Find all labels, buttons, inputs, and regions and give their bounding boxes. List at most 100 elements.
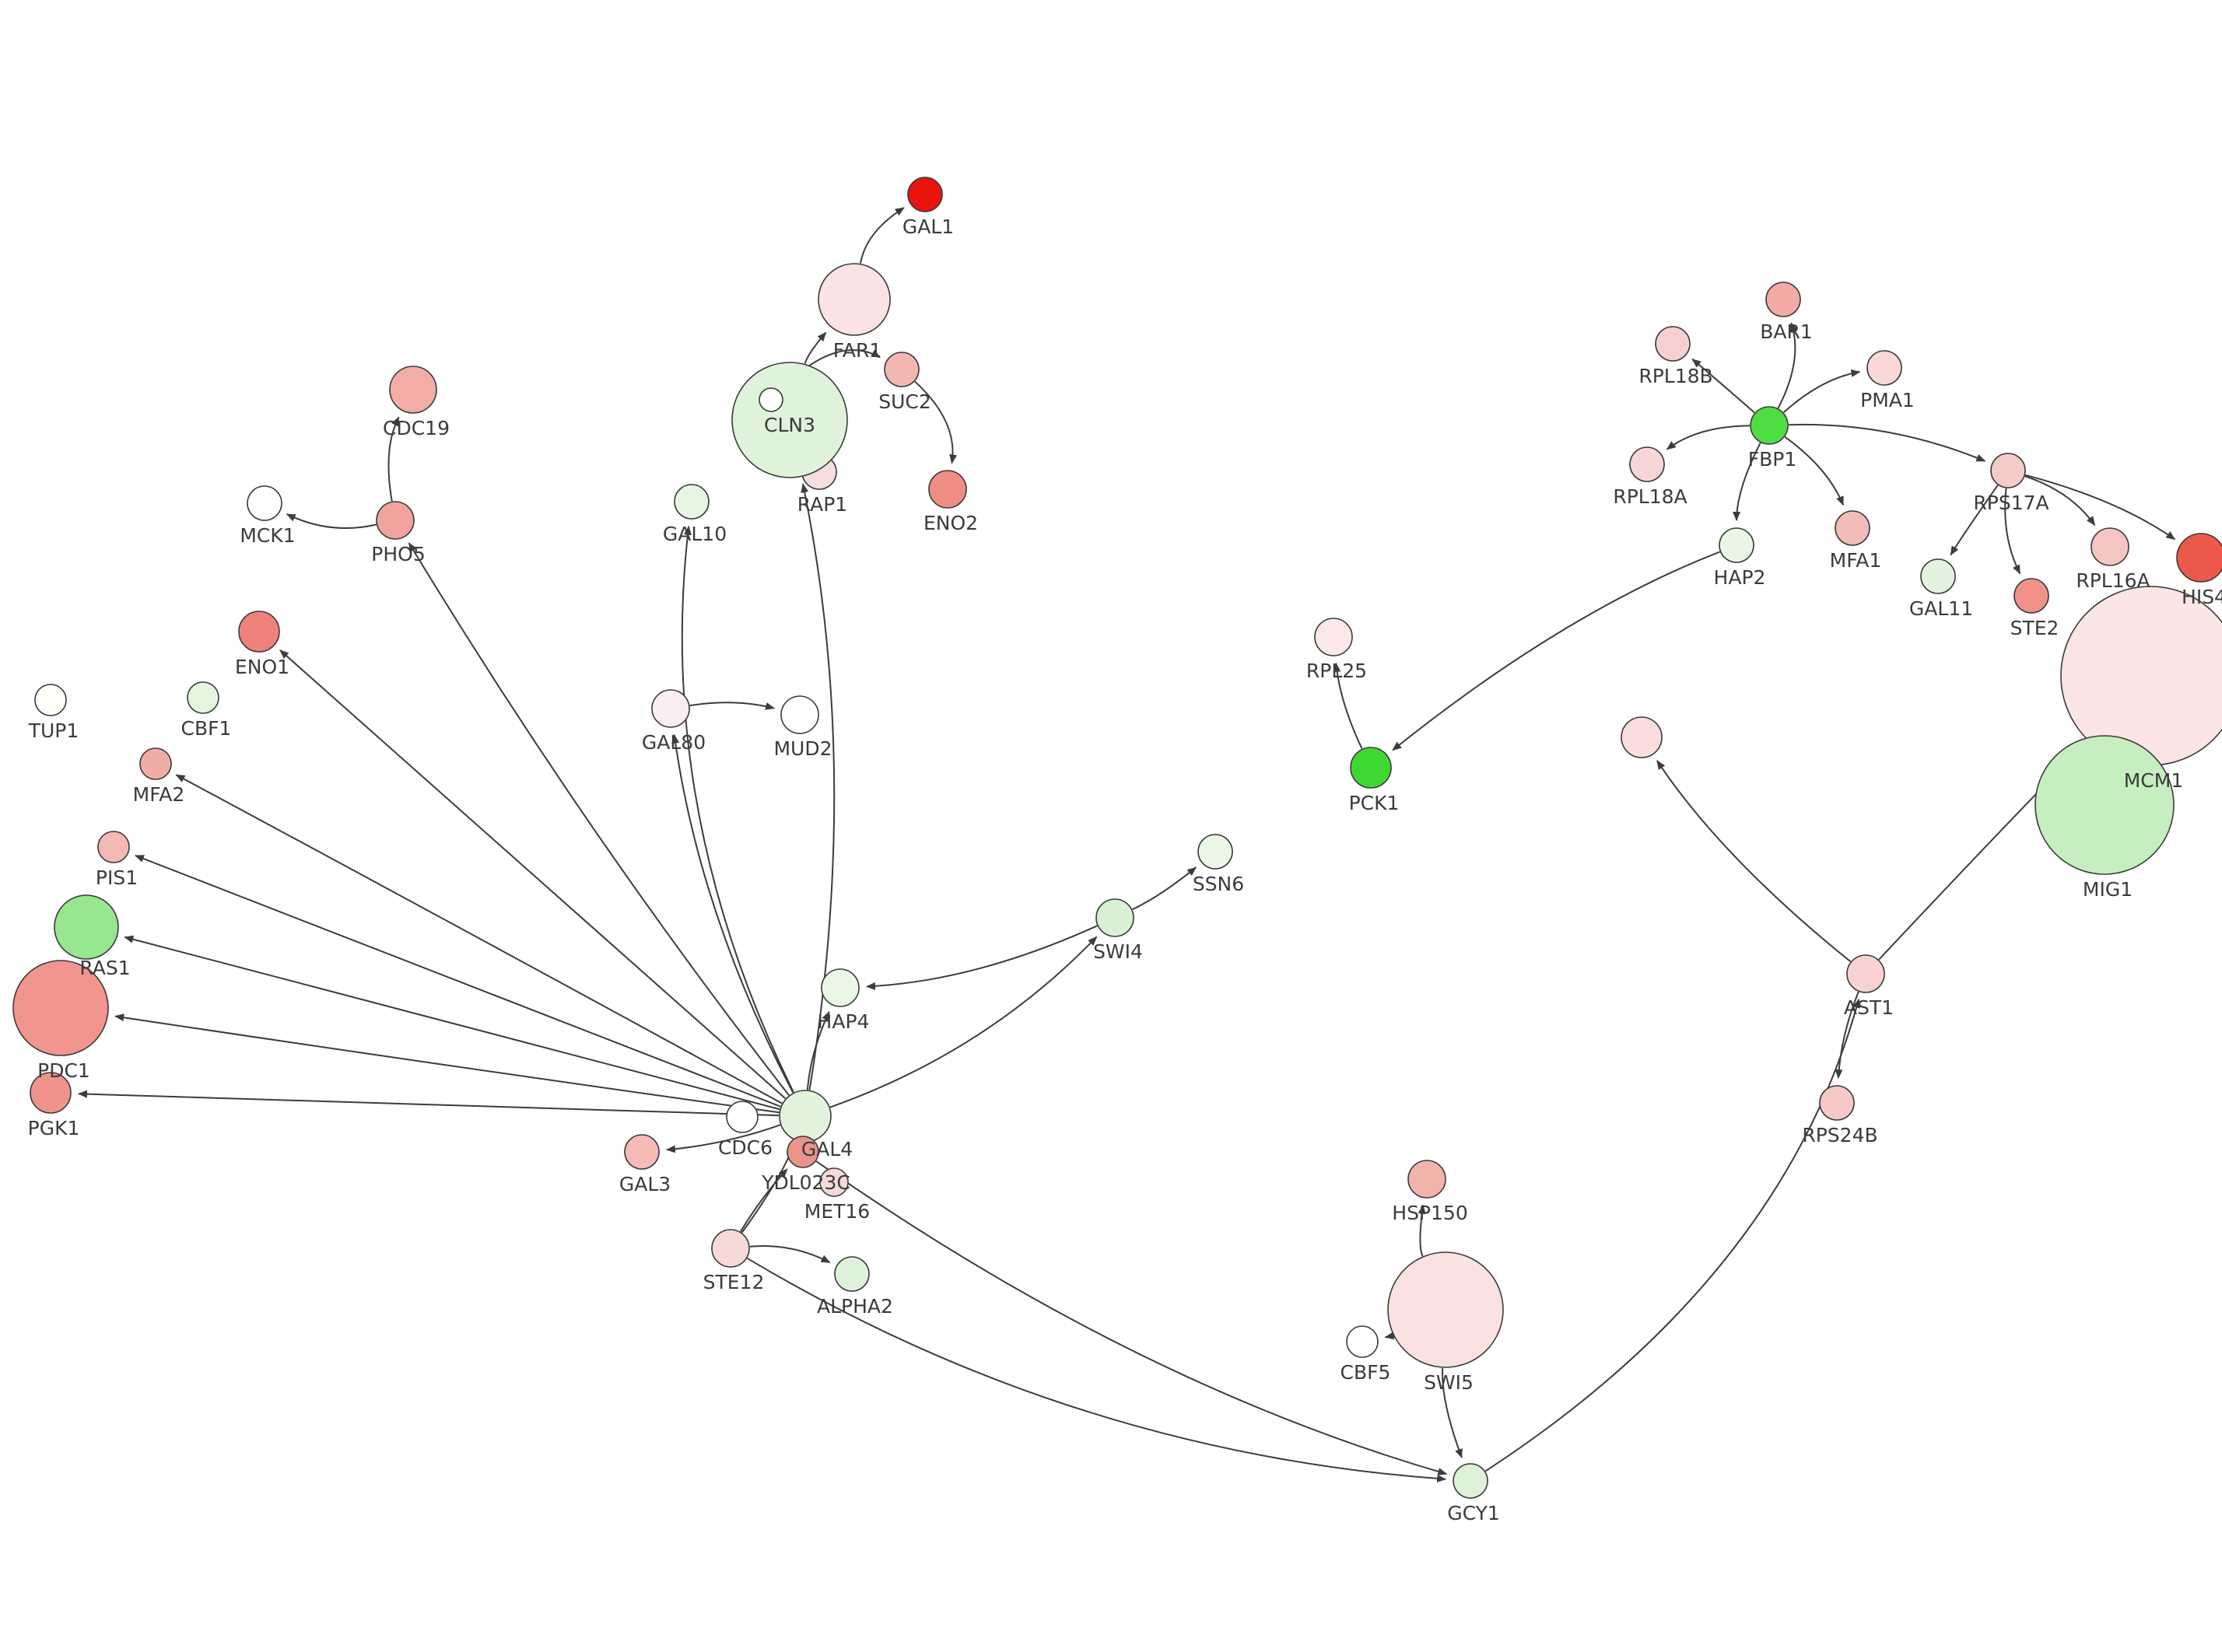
node-CLN3[interactable] — [731, 362, 848, 478]
edge-RPS17A-GAL11[interactable] — [1950, 485, 1999, 556]
edge-GAL4-GAL80[interactable] — [671, 733, 794, 1094]
node-SUC2[interactable] — [884, 352, 920, 387]
node-unlabeled[interactable] — [1621, 716, 1663, 758]
edge-GAL4-MFA2[interactable] — [175, 774, 783, 1104]
edge-FBP1-MFA1[interactable] — [1784, 436, 1844, 506]
node-PIS1[interactable] — [97, 831, 130, 863]
edge-FBP1-HAP2[interactable] — [1733, 442, 1761, 521]
node-FBP1[interactable] — [1750, 406, 1789, 445]
node-SWI5[interactable] — [1387, 1251, 1504, 1368]
node-MET16[interactable] — [819, 1167, 849, 1197]
edge-GAL4-GAL3[interactable] — [665, 1124, 781, 1153]
node-label-MCK1: MCK1 — [240, 524, 295, 547]
edge-GAL80-MUD2[interactable] — [689, 702, 776, 710]
node-HIS4[interactable] — [2176, 533, 2222, 583]
edge-GAL4-PHO5[interactable] — [408, 542, 790, 1096]
edge-PHO5-MCK1[interactable] — [286, 513, 377, 529]
node-GAL4[interactable] — [779, 1090, 832, 1143]
node-GAL80[interactable] — [651, 689, 690, 728]
edge-GAL4-ENO1[interactable] — [279, 649, 787, 1100]
node-CBF1[interactable] — [187, 681, 219, 714]
node-HSP150[interactable] — [1407, 1160, 1446, 1199]
edge-AST1-UNK1[interactable] — [1656, 760, 1852, 963]
edge-FBP1-BAR1[interactable] — [1777, 322, 1798, 409]
edge-GAL4-HAP4[interactable] — [806, 1010, 830, 1090]
node-CBF5[interactable] — [1346, 1325, 1379, 1358]
node-SSN6[interactable] — [1197, 834, 1233, 870]
edge-GAL4-CLN3[interactable] — [801, 483, 836, 1090]
edge-FBP1-RPL18A[interactable] — [1666, 425, 1751, 450]
node-ALPHA2[interactable] — [834, 1256, 870, 1292]
node-MCK1[interactable] — [247, 485, 282, 521]
edge-AST1-RPS24B[interactable] — [1835, 991, 1859, 1080]
edge-PHO5-CDC19[interactable] — [387, 416, 400, 502]
edge-FBP1-PMA1[interactable] — [1782, 369, 1861, 414]
edge-FBP1-RPL18B[interactable] — [1691, 359, 1755, 414]
node-RPS24B[interactable] — [1819, 1085, 1855, 1121]
edge-GCY1-AST1[interactable] — [1484, 998, 1861, 1472]
node-RPL16A[interactable] — [2091, 527, 2129, 566]
node-GAL3[interactable] — [624, 1134, 660, 1170]
node-unlabeled[interactable] — [759, 387, 783, 412]
node-MUD2[interactable] — [780, 695, 819, 734]
edge-GAL4-PIS1[interactable] — [135, 854, 781, 1108]
edge-GAL4-PDC1[interactable] — [114, 1013, 780, 1114]
edge-PCK1-RPL25[interactable] — [1333, 662, 1363, 749]
node-RPL18A[interactable] — [1629, 446, 1665, 482]
node-GAL1[interactable] — [907, 177, 943, 212]
node-HAP4[interactable] — [821, 968, 860, 1007]
node-GAL11[interactable] — [1920, 558, 1956, 594]
node-YDL023C[interactable] — [787, 1136, 819, 1168]
node-FAR1[interactable] — [818, 263, 891, 336]
node-ENO1[interactable] — [238, 611, 280, 653]
node-PDC1[interactable] — [12, 960, 109, 1056]
edge-SUC2-ENO2[interactable] — [914, 380, 958, 464]
edge-HAP2-PCK1[interactable] — [1392, 551, 1720, 751]
edge-STE12-ALPHA2[interactable] — [749, 1245, 831, 1264]
node-MIG1[interactable] — [2034, 735, 2175, 875]
node-SWI4[interactable] — [1095, 898, 1134, 937]
edge-SWI4-SSN6[interactable] — [1132, 866, 1197, 911]
node-CDC6[interactable] — [726, 1101, 759, 1133]
edge-STE12-YDL023C[interactable] — [740, 1168, 788, 1233]
edge-GAL4-GAL10[interactable] — [681, 525, 794, 1093]
node-RPL25[interactable] — [1314, 618, 1353, 656]
edge-GAL4-RAS1[interactable] — [124, 935, 780, 1111]
node-RPS17A[interactable] — [1990, 453, 2026, 488]
node-GCY1[interactable] — [1453, 1463, 1488, 1499]
edge-RPS17A-HIS4[interactable] — [2024, 474, 2176, 541]
edge-RPS17A-STE2[interactable] — [2004, 488, 2021, 575]
node-RPL18B[interactable] — [1655, 326, 1691, 362]
edge-CLN3-FAR1[interactable] — [804, 331, 827, 364]
edge-SWI5-GCY1[interactable] — [1442, 1367, 1463, 1458]
node-label-GAL1: GAL1 — [902, 215, 954, 238]
node-STE12[interactable] — [711, 1229, 750, 1268]
node-PMA1[interactable] — [1866, 350, 1902, 386]
edge-FAR1-GAL1[interactable] — [860, 207, 905, 264]
node-PCK1[interactable] — [1350, 747, 1392, 789]
node-CDC19[interactable] — [389, 366, 437, 414]
node-HAP2[interactable] — [1719, 527, 1754, 563]
node-label-PHO5: PHO5 — [371, 543, 425, 565]
node-MFA2[interactable] — [139, 747, 172, 780]
edge-GAL4-SWI4[interactable] — [829, 936, 1098, 1108]
edge-GAL4-PGK1[interactable] — [77, 1090, 780, 1117]
node-PGK1[interactable] — [30, 1072, 72, 1114]
edge-YDL023C-GCY1[interactable] — [815, 1160, 1448, 1475]
node-RAS1[interactable] — [54, 894, 119, 960]
node-GAL10[interactable] — [674, 484, 710, 520]
edge-FBP1-RPS17A[interactable] — [1788, 423, 1986, 462]
edge-STE12-GCY1[interactable] — [746, 1257, 1447, 1482]
node-ENO2[interactable] — [928, 470, 967, 509]
node-AST1[interactable] — [1846, 954, 1885, 993]
edge-SWI5-HSP150[interactable] — [1418, 1204, 1426, 1257]
node-PHO5[interactable] — [376, 501, 415, 540]
node-BAR1[interactable] — [1765, 282, 1801, 317]
node-STE2[interactable] — [2013, 578, 2049, 614]
edge-SWI4-HAP4[interactable] — [865, 925, 1098, 990]
node-label-SSN6: SSN6 — [1193, 873, 1244, 895]
node-MFA1[interactable] — [1835, 510, 1870, 546]
edge-RPS17A-RPL16A[interactable] — [2024, 475, 2096, 527]
node-TUP1[interactable] — [34, 684, 67, 716]
